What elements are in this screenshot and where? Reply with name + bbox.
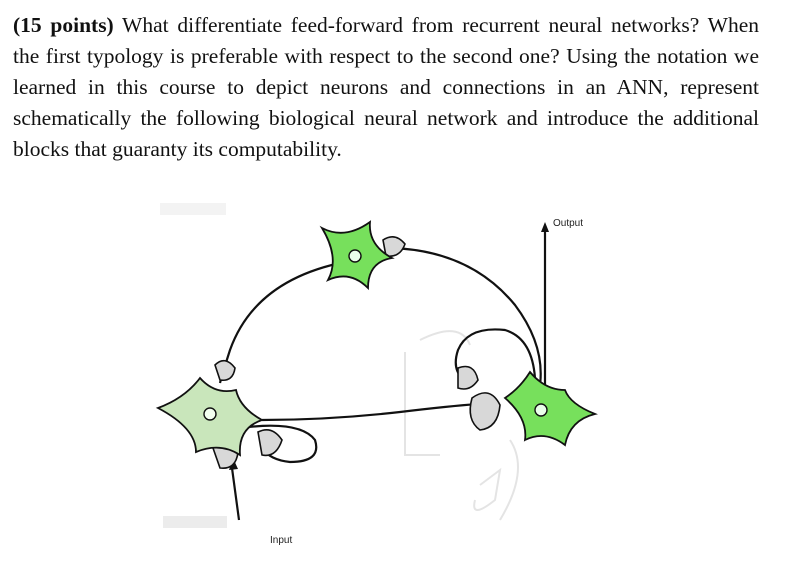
synaptic-terminals xyxy=(212,236,501,469)
connections xyxy=(218,230,547,521)
left-neuron-to-right-axon xyxy=(261,402,479,422)
neuron-right-nucleus xyxy=(534,403,548,417)
pencil-sketch xyxy=(404,330,519,521)
left-neuron-recurrent-loop xyxy=(239,424,318,464)
neuron-left xyxy=(155,376,265,457)
neuron-top xyxy=(319,220,395,291)
question-text: (15 points) What differentiate feed-forw… xyxy=(13,10,759,165)
scan-artifact-bottom xyxy=(163,516,227,528)
top-neuron-to-output-axon xyxy=(389,246,542,386)
question-body: What differentiate feed-forward from rec… xyxy=(13,13,759,161)
output-arrowhead xyxy=(541,222,549,232)
synapse-left-loop xyxy=(257,429,283,457)
synapse-right-main xyxy=(469,392,501,431)
top-neuron-to-left-neuron-axon xyxy=(218,260,346,384)
neuron-left-nucleus xyxy=(203,407,217,421)
synapse-top xyxy=(382,236,406,258)
points-label: (15 points) xyxy=(13,13,114,37)
input-label: Input xyxy=(270,535,292,546)
neuron-top-nucleus xyxy=(348,249,362,263)
synapse-right-loop xyxy=(457,365,479,390)
synapse-left-top xyxy=(214,359,236,382)
output-label: Output xyxy=(553,218,583,229)
neuron-right xyxy=(503,370,598,447)
right-neuron-recurrent-loop xyxy=(454,328,537,379)
scan-artifact-top xyxy=(160,203,226,215)
